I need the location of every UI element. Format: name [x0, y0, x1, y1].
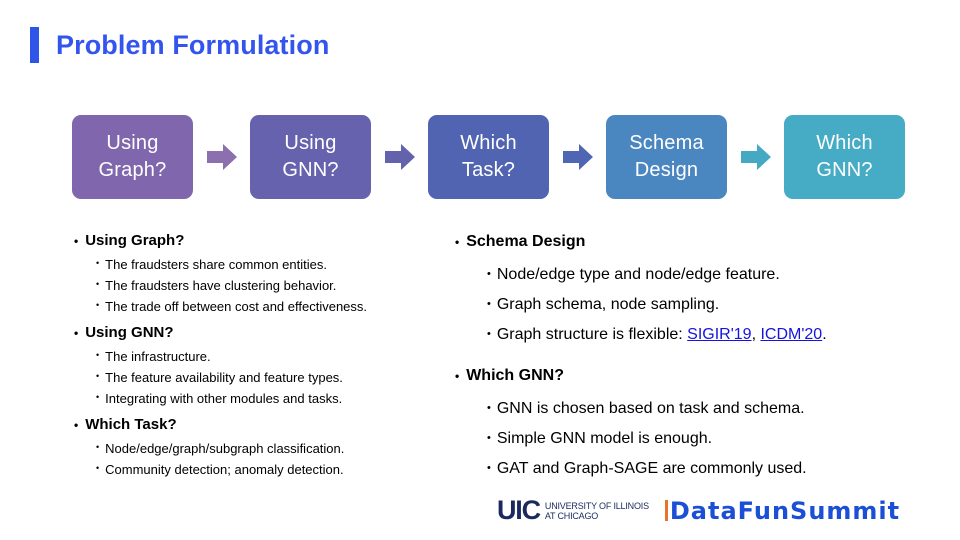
flow-box-line1: Schema: [629, 132, 704, 154]
bullet-marker-icon: •: [74, 326, 79, 340]
flow-box-line1: Using: [106, 132, 159, 154]
bullet-heading: • Which GNN?: [455, 364, 925, 388]
bullet-item-text: Node/edge type and node/edge feature.: [496, 266, 780, 283]
datafun-accent-tick: [664, 500, 668, 521]
bullet-marker-icon: •: [487, 402, 491, 414]
bullet-marker-icon: •: [487, 328, 491, 340]
bullet-heading-text: Using Graph?: [85, 232, 185, 249]
bullet-marker-icon: •: [74, 234, 79, 248]
uic-logo: UIC UNIVERSITY OF ILLINOIS AT CHICAGO: [497, 497, 649, 524]
uic-subtitle-line1: UNIVERSITY OF ILLINOIS: [544, 500, 649, 511]
bullet-item: • GNN is chosen based on task and schema.: [487, 394, 925, 424]
flow-box-line2: Task?: [461, 159, 516, 181]
bullet-item-text: The infrastructure.: [105, 349, 211, 364]
bullet-marker-icon: •: [74, 418, 79, 432]
bullet-heading: • Schema Design: [455, 230, 925, 254]
uic-subtitle: UNIVERSITY OF ILLINOIS AT CHICAGO: [545, 501, 649, 521]
bullet-heading-text: Which Task?: [85, 416, 177, 433]
bullet-item-text: The feature availability and feature typ…: [105, 370, 343, 385]
flow-arrow-2-icon: [371, 115, 428, 199]
flow-box-line1: Which: [816, 132, 873, 154]
bullet-group: • Using Graph? • The fraudsters share commo…: [74, 230, 444, 317]
bullet-marker-icon: •: [487, 298, 491, 310]
flow-box-line1: Using: [284, 132, 337, 154]
title-text: Problem Formulation: [56, 29, 330, 60]
bullet-item-text: The fraudsters have clustering behavior.: [105, 278, 337, 293]
bullet-item-text: GNN is chosen based on task and schema.: [496, 400, 805, 417]
bullet-item-text: GAT and Graph-SAGE are commonly used.: [496, 460, 807, 477]
bullet-item: • Simple GNN model is enough.: [487, 424, 925, 454]
bullet-marker-icon: •: [96, 371, 100, 381]
flow-box-line1: Which: [460, 132, 517, 154]
footer-logos: UIC UNIVERSITY OF ILLINOIS AT CHICAGO Da…: [497, 497, 900, 524]
bullet-item: • The fraudsters share common entities.: [96, 254, 444, 275]
bullet-item-text: The fraudsters share common entities.: [105, 257, 327, 272]
bullet-item-text: Integrating with other modules and tasks…: [105, 391, 343, 406]
bullet-heading: • Using GNN?: [74, 322, 444, 344]
bullet-item: • Community detection; anomaly detection.: [96, 459, 444, 480]
uic-wordmark: UIC: [497, 495, 541, 525]
bullet-item: • The trade off between cost and effectiv…: [96, 296, 444, 317]
bullet-heading-text: Using GNN?: [85, 324, 174, 341]
bullet-heading-text: Schema Design: [466, 233, 586, 250]
bullet-marker-icon: •: [487, 432, 491, 444]
bullet-marker-icon: •: [96, 279, 100, 289]
bullet-item: • Node/edge type and node/edge feature.: [487, 260, 925, 290]
reference-link-icdm-20[interactable]: ICDM'20: [760, 326, 823, 343]
bullet-marker-icon: •: [96, 392, 100, 402]
bullet-item-text: Node/edge/graph/subgraph classification.: [105, 441, 345, 456]
bullet-item: • GAT and Graph-SAGE are commonly used.: [487, 454, 925, 484]
page-title: Problem Formulation: [30, 27, 329, 63]
bullet-marker-icon: •: [487, 268, 491, 280]
bullet-item: • The infrastructure.: [96, 346, 444, 367]
flow-arrow-4-icon: [727, 115, 784, 199]
bullet-item: • The feature availability and feature ty…: [96, 367, 444, 388]
bullet-column-right: • Schema Design • Node/edge type and node/e…: [455, 230, 925, 498]
bullet-group: • Schema Design • Node/edge type and node/e…: [455, 230, 925, 350]
bullet-heading: • Using Graph?: [74, 230, 444, 252]
bullet-column-left: • Using Graph? • The fraudsters share commo…: [74, 230, 444, 485]
bullet-marker-icon: •: [96, 300, 100, 310]
bullet-marker-icon: •: [455, 369, 460, 383]
bullet-marker-icon: •: [96, 463, 100, 473]
bullet-heading-text: Which GNN?: [466, 367, 564, 384]
bullet-item-text: Simple GNN model is enough.: [496, 430, 713, 447]
title-accent-bar: [30, 27, 39, 63]
bullet-marker-icon: •: [96, 350, 100, 360]
flow-arrow-3-icon: [549, 115, 606, 199]
bullet-group: • Using GNN? • The infrastructure. • The feat…: [74, 322, 444, 409]
bullet-item: • Integrating with other modules and task…: [96, 388, 444, 409]
bullet-item-text: The trade off between cost and effective…: [105, 299, 368, 314]
flow-box-line2: GNN?: [816, 159, 873, 181]
bullet-heading: • Which Task?: [74, 414, 444, 436]
bullet-item-text: Graph structure is flexible: SIGIR'19, I…: [496, 326, 827, 343]
reference-link-sigir-19[interactable]: SIGIR'19: [687, 326, 752, 343]
bullet-item: • Graph schema, node sampling.: [487, 290, 925, 320]
bullet-marker-icon: •: [487, 462, 491, 474]
flow-box-line2: Design: [634, 159, 699, 181]
bullet-item-text: Graph schema, node sampling.: [496, 296, 720, 313]
flow-box-line2: Graph?: [98, 159, 167, 181]
bullet-item: • The fraudsters have clustering behavior…: [96, 275, 444, 296]
bullet-item: • Node/edge/graph/subgraph classification…: [96, 438, 444, 459]
flow-arrow-1-icon: [193, 115, 250, 199]
bullet-group: • Which Task? • Node/edge/graph/subgraph cl…: [74, 414, 444, 480]
datafun-summit-logo: DataFunSummit: [664, 496, 901, 525]
bullet-marker-icon: •: [96, 442, 100, 452]
flow-box-line2: GNN?: [282, 159, 339, 181]
bullet-marker-icon: •: [96, 258, 100, 268]
bullet-item: • Graph structure is flexible: SIGIR'19, …: [487, 320, 925, 350]
uic-subtitle-line2: AT CHICAGO: [544, 510, 599, 521]
bullet-group: • Which GNN? • GNN is chosen based on task …: [455, 364, 925, 484]
datafun-wordmark: DataFunSummit: [669, 496, 901, 525]
bullet-marker-icon: •: [455, 235, 460, 249]
bullet-item-text: Community detection; anomaly detection.: [105, 462, 344, 477]
